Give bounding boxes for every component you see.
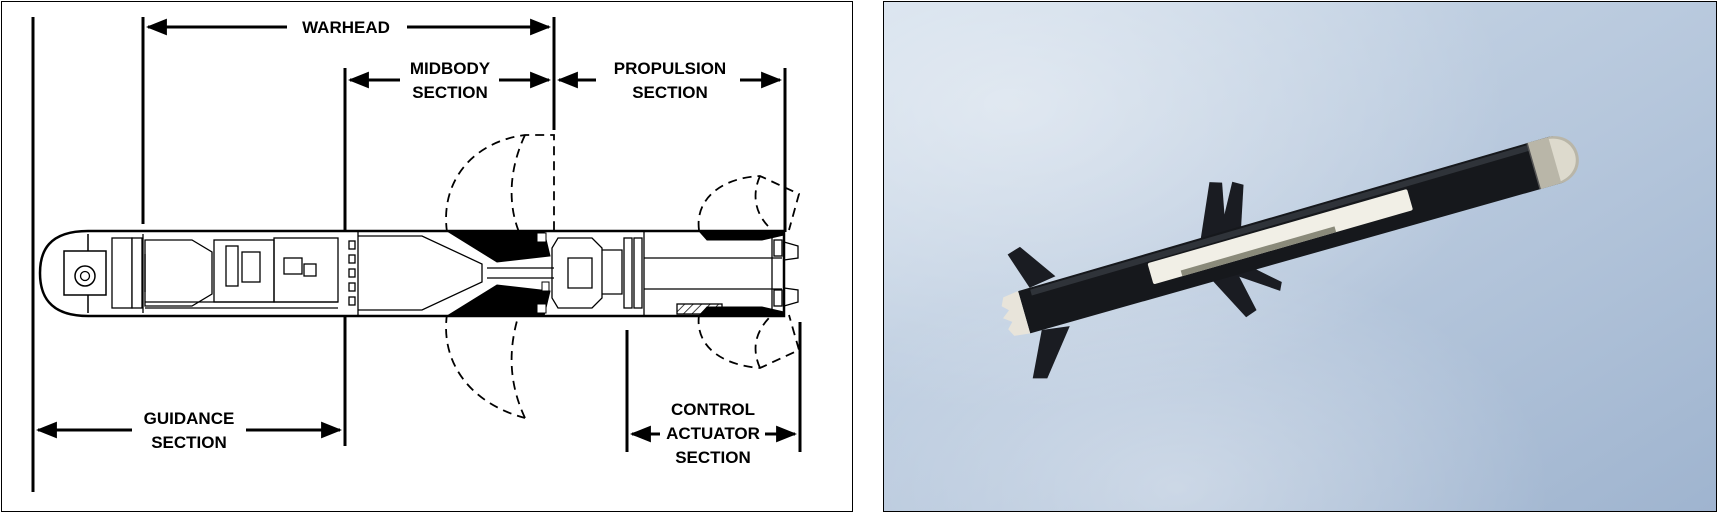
fin-roots	[445, 230, 785, 317]
fin-hinge-markers	[536, 232, 550, 314]
label-propulsion-2: SECTION	[632, 83, 708, 102]
label-control-1: CONTROL	[671, 400, 755, 419]
side-rail	[1180, 226, 1337, 277]
label-warhead: WARHEAD	[302, 18, 390, 37]
deployed-fin-outlines	[445, 134, 801, 419]
section-labels: WARHEAD MIDBODY SECTION PROPULSION SECTI…	[144, 18, 760, 467]
tail-nozzle	[1001, 291, 1031, 336]
dimension-arrows	[35, 18, 798, 443]
missile-section-diagram: WARHEAD MIDBODY SECTION PROPULSION SECTI…	[1, 1, 853, 512]
diagram-svg: WARHEAD MIDBODY SECTION PROPULSION SECTI…	[31, 17, 802, 492]
label-midbody-2: SECTION	[412, 83, 488, 102]
body-highlight	[1030, 141, 1541, 296]
midbody-internals	[348, 231, 554, 316]
label-midbody-1: MIDBODY	[410, 59, 491, 78]
guidance-internals	[144, 237, 339, 309]
side-panel	[1147, 189, 1413, 285]
sky-haze-lower	[884, 2, 1716, 511]
missile-flight-photo	[883, 1, 1717, 512]
mid-fins	[1200, 181, 1282, 318]
control-actuator-internals	[771, 234, 799, 313]
label-control-3: SECTION	[675, 448, 751, 467]
seeker-dome	[1526, 136, 1579, 190]
missile-in-flight	[1001, 136, 1579, 379]
propulsion-internals	[551, 231, 782, 316]
photo-svg	[884, 2, 1716, 511]
seeker-head	[63, 234, 144, 313]
rear-fins	[1007, 246, 1070, 379]
label-guidance-2: SECTION	[151, 433, 227, 452]
label-guidance-1: GUIDANCE	[144, 409, 235, 428]
label-propulsion-1: PROPULSION	[614, 59, 726, 78]
label-control-2: ACTUATOR	[666, 424, 760, 443]
missile-body	[38, 229, 799, 318]
